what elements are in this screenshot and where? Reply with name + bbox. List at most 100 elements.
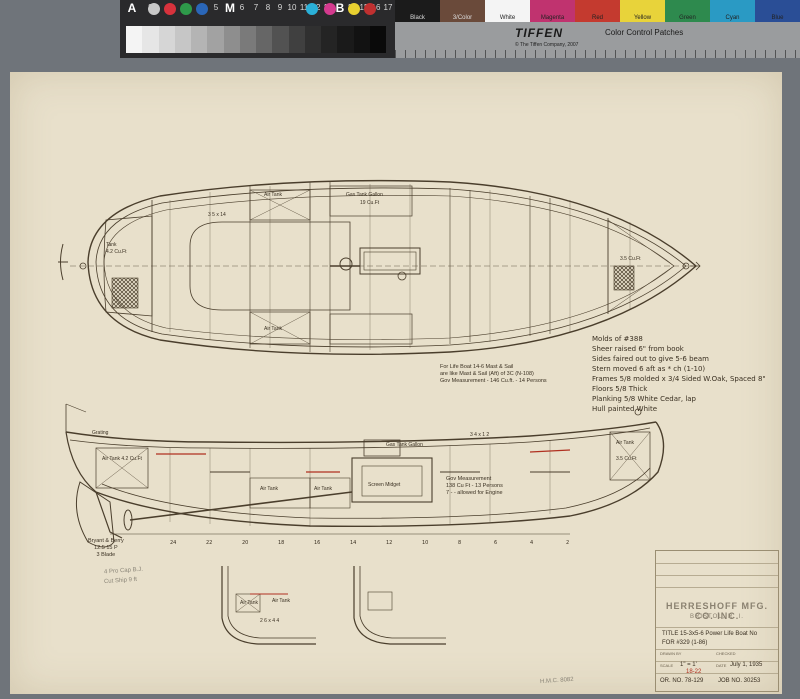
station-number: 6 (494, 540, 497, 546)
color-patch: 3/Color (440, 0, 485, 22)
plan-view (58, 179, 701, 355)
station-number: 20 (242, 540, 248, 546)
color-dot (196, 3, 208, 15)
propeller-line: 12.5 15 P (94, 545, 118, 551)
note-line: Sides faired out to give 5-6 beam (592, 355, 709, 363)
color-control-strip: A 1 2 3 4 5 M 6 7 8 9 10 11 12 13 B 14 1… (120, 0, 800, 58)
color-patch-label: Magenta (540, 15, 565, 21)
air-tank-label: Air Tank (264, 192, 282, 198)
date-label: DATE (716, 663, 727, 668)
gov-note-line: Gov Measurement (446, 476, 492, 482)
station-number: 8 (458, 540, 461, 546)
tiffen-copyright: © The Tiffen Company, 2007 (515, 42, 579, 48)
tank-cuft-2-label: 3.5 Cu.Ft (620, 256, 641, 262)
station-number: 24 (170, 540, 176, 546)
patch-row: Black 3/Color White Magenta Red Yellow Green Cy… (395, 0, 800, 22)
tiffen-label: TIFFEN Color Control Patches © The Tiffe… (395, 22, 800, 58)
propeller-line: 3 Blade (96, 552, 116, 558)
scale-number: 10 (287, 3, 297, 12)
gov-measurement-note-2: Gov Measurement 138 Cu Ft - 13 Persons 7… (446, 476, 606, 497)
title-block: HERRESHOFF MFG. CO. INC. BRISTOL, R. I. … (655, 550, 779, 692)
cuft-label: 19 Cu.Ft (360, 200, 380, 206)
color-patch: Black (395, 0, 440, 22)
company-city: BRISTOL, R. I. (690, 614, 744, 620)
scale-label: SCALE (660, 663, 674, 668)
air-tank-label: Air Tank (260, 486, 278, 492)
propeller-note: Bryant & Berry 12.5 15 P 3 Blade (88, 538, 124, 559)
gov-measurement-note: For Life Boat 14-6 Mast & Sail are like … (440, 364, 600, 385)
scale-number: 9 (277, 3, 283, 12)
scale-number: 11 (299, 3, 309, 12)
engine-label: Screen Midget (368, 482, 401, 488)
gov-note-line: 138 Cu Ft - 13 Persons (446, 483, 503, 489)
drawing-title: TITLE 15-3x5-6 Power Life Boat No (662, 631, 758, 637)
note-line: Stern moved 6 aft as * ch (1-10) (592, 365, 706, 373)
gov-note-line: 7 - - allowed for Engine (446, 490, 503, 496)
scale-number: 17 (383, 3, 393, 12)
note-line: Molds of #388 (592, 335, 643, 343)
gas-tank-label: Gas Tank Gallon (386, 442, 423, 448)
construction-notes: Molds of #388 Sheer raised 6" from book … (592, 334, 782, 414)
color-patch-label: Red (591, 15, 603, 21)
station-number: 4 (530, 540, 533, 546)
air-tank-label: Air Tank (616, 440, 634, 446)
tank-label: Tank (106, 242, 117, 248)
scale-value: 1" = 1' (680, 662, 697, 668)
color-patch-label: Cyan (725, 15, 740, 21)
station-number: 16 (314, 540, 320, 546)
air-tank-label: Air Tank 4.2 Cu.Ft (102, 456, 142, 462)
order-number: OR. NO. 78-129 (660, 678, 704, 684)
color-patch: White (485, 0, 530, 22)
color-dot (180, 3, 192, 15)
job-number: JOB NO. 30253 (718, 678, 761, 684)
note-line: Hull painted White (592, 405, 658, 413)
profile-view (65, 403, 665, 548)
air-tank-label: Air Tank (272, 598, 290, 604)
color-dot (324, 3, 336, 15)
color-patch-label: 3/Color (452, 15, 473, 21)
red-mark: 18-22 (686, 669, 702, 675)
station-number: 12 (386, 540, 392, 546)
color-dot (348, 3, 360, 15)
dim-label: 3 4 x 1 2 (470, 432, 490, 438)
color-dot (164, 3, 176, 15)
note-line: Floors 5/8 Thick (592, 385, 648, 393)
air-tank-label: Air Tank (240, 600, 258, 606)
air-tank-label: Air Tank (314, 486, 332, 492)
color-patch-label: Green (679, 15, 696, 21)
scale-number: 6 (239, 3, 245, 12)
tiffen-logo: TIFFEN (515, 26, 563, 40)
note-line: Sheer raised 6" from book (592, 345, 684, 353)
drawn-by-label: DRAWN BY (660, 651, 682, 656)
scale-number: 16 (371, 3, 381, 12)
ruler (395, 50, 800, 58)
color-patch-label: Yellow (633, 15, 652, 21)
tank-cuft-label: 4.2 Cu.Ft (106, 249, 127, 255)
gas-tank-label: Gas Tank Gallon (346, 192, 383, 198)
color-dot (148, 3, 160, 15)
scale-letter-m: M (225, 1, 235, 15)
station-number: 18 (278, 540, 284, 546)
color-patch: Cyan (710, 0, 755, 22)
color-patch-label: Black (410, 15, 425, 21)
color-patch-label: White (499, 15, 516, 21)
grating-label: Grating (92, 430, 109, 436)
tank-cuft-label: 3.5 Cu.Ft (616, 456, 637, 462)
dim-label: 2 6 x 4 4 (260, 618, 280, 624)
station-number: 2 (566, 540, 569, 546)
dim-label: 3 5 x 14 (208, 212, 226, 218)
color-patch: Green (665, 0, 710, 22)
color-patch: Yellow (620, 0, 665, 22)
color-patches: Black 3/Color White Magenta Red Yellow Green Cy… (395, 0, 800, 58)
drawing-for: FOR #329 (1-86) (662, 640, 708, 646)
note-line: Planking 5/8 White Cedar, lap (592, 395, 696, 403)
air-tank-label: Air Tank (264, 326, 282, 332)
scale-number: 8 (265, 3, 271, 12)
station-number: 22 (206, 540, 212, 546)
greyscale-bar (126, 26, 386, 53)
tiffen-product: Color Control Patches (605, 28, 684, 37)
color-patch: Magenta (530, 0, 575, 22)
color-dot (364, 3, 376, 15)
